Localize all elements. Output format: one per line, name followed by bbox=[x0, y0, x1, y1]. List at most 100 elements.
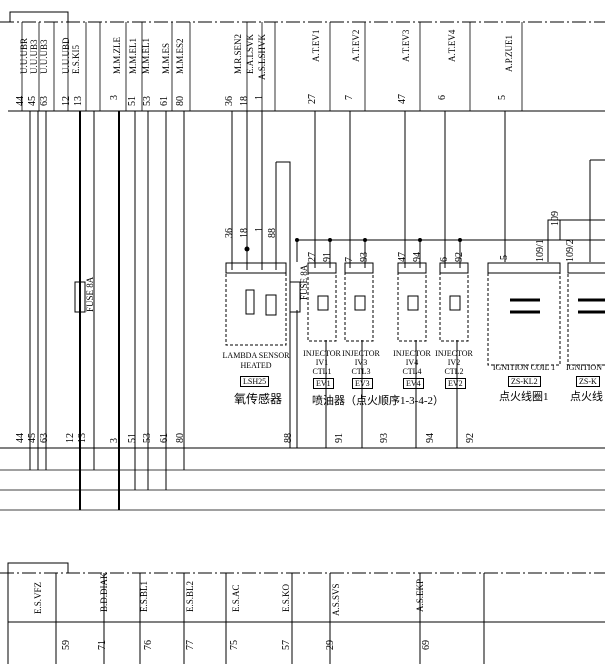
signal-label: A.T.EV1 bbox=[311, 29, 321, 62]
lambda-pin: 18 bbox=[239, 228, 250, 238]
injector-cn: 喷油器（点火顺序1-3-4-2） bbox=[312, 395, 444, 407]
fuse-label: FUSE 8A bbox=[85, 276, 95, 312]
lower-signal-label: A.S.SVS bbox=[331, 583, 341, 616]
pin-number: 12 bbox=[61, 96, 72, 106]
signal-label: A.T.EV3 bbox=[401, 29, 411, 62]
coil-pin: 109 bbox=[550, 211, 561, 226]
injector-line2: CTL2 bbox=[444, 367, 464, 376]
pin-number: 6 bbox=[437, 95, 448, 100]
pin-number: 27 bbox=[307, 94, 318, 104]
signal-label: A.P.ZUE1 bbox=[504, 34, 514, 72]
lambda-pin: 1 bbox=[254, 227, 265, 232]
pin-number: 45 bbox=[27, 96, 38, 106]
injector-pin: 93 bbox=[359, 252, 370, 262]
bottom-pin: 63 bbox=[39, 433, 50, 443]
lambda-sensor-code: LSH25 bbox=[240, 376, 270, 387]
signal-label: U.U.UB3 bbox=[39, 39, 49, 74]
pin-number: 80 bbox=[175, 96, 186, 106]
signal-label: A.S.LSHVK bbox=[257, 33, 267, 80]
injector-line1: IV1 bbox=[315, 358, 329, 367]
injector-name: INJECTOR bbox=[342, 349, 380, 358]
bottom-pin: 61 bbox=[159, 433, 170, 443]
coil-pin: 109/2 bbox=[565, 239, 576, 262]
pin-number: 13 bbox=[73, 96, 84, 106]
coil1-cn: 点火线圈1 bbox=[499, 391, 549, 403]
pin-number: 44 bbox=[15, 96, 26, 106]
coil1-code: ZS-KL2 bbox=[508, 376, 541, 387]
signal-label: E.S.KI5 bbox=[71, 45, 81, 74]
pin-number: 36 bbox=[224, 96, 235, 106]
injector-name: INJECTOR bbox=[303, 349, 341, 358]
lower-pin: 75 bbox=[229, 640, 240, 650]
injector-line1: IV2 bbox=[447, 358, 461, 367]
injector-pin: 6 bbox=[439, 257, 450, 262]
injector-name: INJECTOR bbox=[435, 349, 473, 358]
signal-label: A.T.EV4 bbox=[447, 29, 457, 62]
bottom-pin: 91 bbox=[334, 433, 345, 443]
injector-line1: IV4 bbox=[405, 358, 419, 367]
bottom-pin: 93 bbox=[379, 433, 390, 443]
signal-label: U.U.UB3 bbox=[29, 39, 39, 74]
bottom-pin: 80 bbox=[175, 433, 186, 443]
pin-number: 1 bbox=[254, 95, 265, 100]
pin-number: 63 bbox=[39, 96, 50, 106]
injector-pin: 7 bbox=[344, 257, 355, 262]
injector-pin: 27 bbox=[307, 252, 318, 262]
coil-pin: 109/1 bbox=[535, 239, 546, 262]
signal-label: M.M.EL1 bbox=[128, 38, 138, 74]
lambda-sensor-sub: HEATED bbox=[240, 361, 272, 370]
coil-pin: 5 bbox=[499, 255, 510, 260]
lower-signal-label: E.S.BL1 bbox=[139, 580, 149, 612]
injector-pin: 91 bbox=[322, 252, 333, 262]
injector-code: EV1 bbox=[313, 378, 334, 389]
injector-line1: IV3 bbox=[354, 358, 368, 367]
pin-number: 47 bbox=[397, 94, 408, 104]
signal-label: E.A.LSVK bbox=[245, 34, 255, 74]
bottom-pin: 53 bbox=[142, 433, 153, 443]
bottom-pin: 45 bbox=[27, 433, 38, 443]
lambda-pin: 36 bbox=[224, 228, 235, 238]
signal-label: M.M.ES2 bbox=[175, 38, 185, 74]
bottom-pin: 44 bbox=[15, 433, 26, 443]
lower-pin: 69 bbox=[421, 640, 432, 650]
lower-signal-label: E.S.KO bbox=[281, 583, 291, 612]
bottom-pin: 12 bbox=[65, 433, 76, 443]
pin-number: 18 bbox=[239, 96, 250, 106]
bottom-pin: 51 bbox=[127, 433, 138, 443]
pin-number: 61 bbox=[159, 96, 170, 106]
signal-label: U.U.UBD bbox=[61, 37, 71, 74]
lower-signal-label: E.S.AC bbox=[231, 584, 241, 612]
coil1-name: IGNITION COIL 1 bbox=[492, 363, 556, 372]
injector-line2: CTL4 bbox=[402, 367, 422, 376]
lower-pin: 71 bbox=[97, 640, 108, 650]
lower-signal-label: B.D.DIAK bbox=[99, 572, 109, 613]
fuse-label: FUSE 8A bbox=[299, 264, 309, 300]
signal-label: U.U.UBR bbox=[19, 37, 29, 74]
pin-number: 7 bbox=[344, 95, 355, 100]
lower-pin: 77 bbox=[185, 640, 196, 650]
lambda-sensor-cn: 氧传感器 bbox=[234, 392, 283, 406]
injector-code: EV2 bbox=[445, 378, 466, 389]
coil2-name: IGNITION bbox=[566, 363, 602, 372]
coil2-cn: 点火线 bbox=[570, 391, 603, 403]
bottom-pin: 3 bbox=[109, 438, 120, 443]
pin-number: 3 bbox=[109, 95, 120, 100]
bottom-pin: 94 bbox=[425, 433, 436, 443]
injector-name: INJECTOR bbox=[393, 349, 431, 358]
coil2-code: ZS-K bbox=[576, 376, 600, 387]
bottom-pin: 92 bbox=[465, 433, 476, 443]
signal-label: M.M.EL1 bbox=[141, 38, 151, 74]
injector-code: EV4 bbox=[403, 378, 424, 389]
lower-pin: 76 bbox=[143, 640, 154, 650]
pin-number: 51 bbox=[127, 96, 138, 106]
lower-pin: 59 bbox=[61, 640, 72, 650]
lower-signal-label: E.S.VFZ bbox=[33, 581, 43, 614]
lower-pin: 29 bbox=[325, 640, 336, 650]
lower-signal-label: E.S.BL2 bbox=[185, 580, 195, 612]
injector-pin: 92 bbox=[454, 252, 465, 262]
lambda-pin: 88 bbox=[267, 228, 278, 238]
injector-code: EV3 bbox=[352, 378, 373, 389]
injector-pin: 47 bbox=[397, 252, 408, 262]
bottom-pin: 88 bbox=[283, 433, 294, 443]
